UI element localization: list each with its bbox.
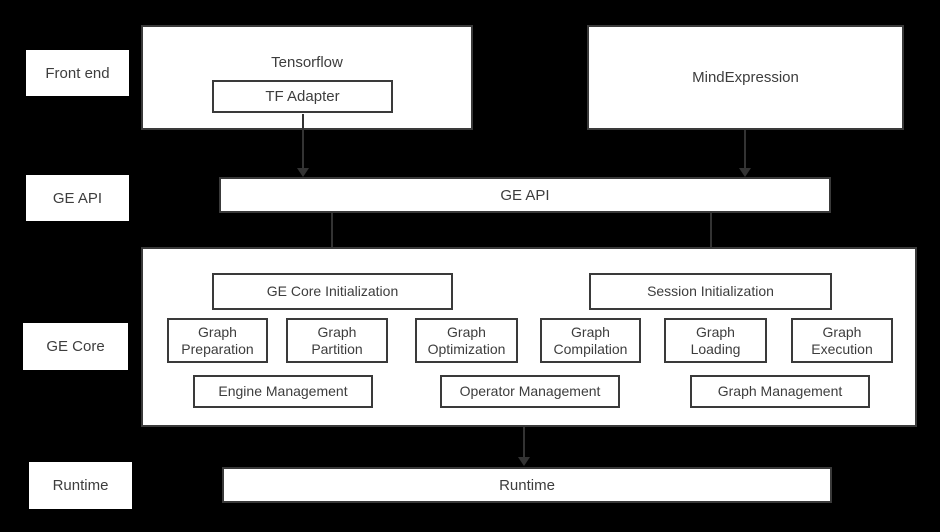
graph-management-label: Graph Management xyxy=(717,383,843,399)
session-initialization-label: Session Initialization xyxy=(647,283,774,299)
engine-management-label: Engine Management xyxy=(218,383,348,399)
engine-management-box: Engine Management xyxy=(193,375,373,408)
tf-adapter-box: TF Adapter xyxy=(212,80,393,113)
layer-label-front-end-text: Front end xyxy=(45,64,110,82)
layer-label-ge-core-text: GE Core xyxy=(46,338,105,355)
graph-compilation-label: Graph Compilation xyxy=(553,323,628,357)
arrow-tf-adapter-to-ge-api xyxy=(297,114,309,177)
mindexpression-label: MindExpression xyxy=(692,69,799,86)
ge-core-initialization-box: GE Core Initialization xyxy=(212,273,453,310)
graph-partition-label: Graph Partition xyxy=(311,323,363,357)
layer-label-runtime: Runtime xyxy=(29,462,132,509)
ge-core-box: GE Core Initialization Session Initializ… xyxy=(141,247,917,427)
layer-label-ge-core: GE Core xyxy=(23,323,128,370)
operator-management-box: Operator Management xyxy=(440,375,620,408)
graph-compilation-box: Graph Compilation xyxy=(540,318,641,363)
session-initialization-box: Session Initialization xyxy=(589,273,832,310)
runtime-bar: Runtime xyxy=(222,467,832,503)
graph-execution-label: Graph Execution xyxy=(811,323,873,357)
graph-execution-box: Graph Execution xyxy=(791,318,893,363)
runtime-bar-label: Runtime xyxy=(499,476,555,494)
tf-adapter-label: TF Adapter xyxy=(265,88,340,105)
ge-core-initialization-label: GE Core Initialization xyxy=(266,283,399,299)
graph-partition-box: Graph Partition xyxy=(286,318,388,363)
layer-label-ge-api-text: GE API xyxy=(52,189,103,207)
graph-loading-label: Graph Loading xyxy=(690,323,741,357)
graph-preparation-label: Graph Preparation xyxy=(181,323,254,357)
layer-label-front-end: Front end xyxy=(26,50,129,96)
graph-optimization-box: Graph Optimization xyxy=(415,318,518,363)
graph-optimization-label: Graph Optimization xyxy=(427,323,506,357)
ge-api-bar-label: GE API xyxy=(500,186,550,204)
tensorflow-title: Tensorflow xyxy=(271,54,343,71)
ge-api-bar: GE API xyxy=(219,177,831,213)
operator-management-label: Operator Management xyxy=(459,383,601,399)
graph-loading-box: Graph Loading xyxy=(664,318,767,363)
arrow-ge-core-to-runtime xyxy=(518,427,530,466)
layer-label-runtime-text: Runtime xyxy=(52,477,109,494)
arrow-mindexpression-to-ge-api xyxy=(739,130,751,177)
graph-preparation-box: Graph Preparation xyxy=(167,318,268,363)
graph-management-box: Graph Management xyxy=(690,375,870,408)
layer-label-ge-api: GE API xyxy=(26,175,129,221)
mindexpression-box: MindExpression xyxy=(587,25,904,130)
tensorflow-box: Tensorflow TF Adapter xyxy=(141,25,473,130)
